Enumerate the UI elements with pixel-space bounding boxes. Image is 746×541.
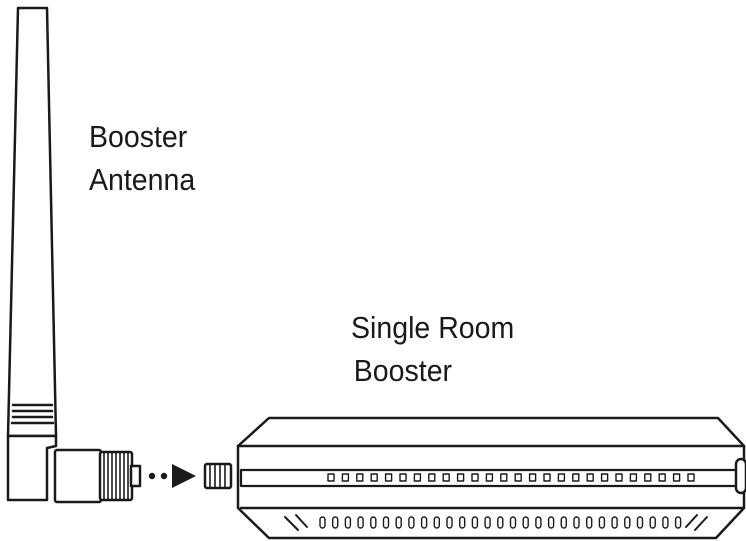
vent-slot	[446, 516, 453, 529]
vent-slot	[514, 473, 522, 482]
single-room-booster	[203, 416, 746, 540]
vent-slot	[586, 473, 594, 482]
vent-slot	[370, 516, 377, 529]
vent-slot	[433, 516, 440, 529]
booster-vent-slots-bottom	[319, 516, 682, 529]
booster-antenna-label: Booster Antenna	[89, 115, 195, 201]
vent-slot	[456, 473, 465, 482]
vent-slot	[611, 516, 618, 529]
single-room-booster-label-line-1: Single Room	[351, 310, 515, 345]
vent-slot	[471, 516, 479, 529]
vent-slot	[624, 516, 631, 529]
booster-antenna-label-line-2: Antenna	[89, 162, 196, 197]
vent-slot	[485, 473, 494, 482]
vent-slot	[615, 473, 623, 482]
antenna-connector	[53, 448, 103, 504]
vent-slot	[500, 473, 508, 482]
vent-slot	[332, 516, 339, 529]
vent-slot	[442, 473, 450, 482]
vent-slot	[586, 516, 593, 529]
vent-slot	[384, 473, 393, 482]
vent-slot	[672, 473, 681, 482]
antenna-hinge	[6, 434, 58, 502]
vent-slot	[573, 516, 580, 529]
vent-slot	[370, 473, 378, 482]
vent-slot	[357, 516, 364, 529]
vent-slot	[528, 473, 537, 482]
vent-slot	[382, 516, 390, 529]
vent-slot	[560, 516, 567, 529]
vent-slot	[497, 516, 504, 529]
vent-slot	[543, 473, 551, 482]
vent-slot	[484, 516, 491, 529]
vent-slot	[395, 516, 402, 529]
single-room-booster-label: Single Room Booster	[351, 306, 514, 392]
vent-slot	[413, 473, 422, 482]
vent-slot	[649, 516, 656, 529]
vent-slot	[327, 473, 335, 482]
vent-slot	[471, 473, 479, 482]
vent-slot	[522, 516, 529, 529]
vent-slot	[399, 473, 407, 482]
vent-slot	[572, 473, 580, 482]
vent-slot	[344, 516, 352, 529]
vent-slot	[662, 516, 669, 529]
vent-slot	[644, 473, 652, 482]
vent-slot	[600, 473, 609, 482]
vent-slot	[636, 516, 644, 529]
vent-slot	[547, 516, 555, 529]
vent-slot	[674, 516, 682, 529]
vent-slot	[319, 516, 326, 529]
vent-slot	[509, 516, 517, 529]
vent-slot	[535, 516, 542, 529]
booster-sma-port	[203, 462, 233, 490]
booster-side-knob	[734, 457, 746, 495]
booster-corner-vents	[284, 514, 708, 531]
vent-slot	[428, 473, 436, 482]
single-room-booster-label-line-2: Booster	[353, 353, 453, 388]
vent-slot	[408, 516, 415, 529]
vent-slot	[658, 473, 666, 482]
antenna-mast	[6, 6, 58, 438]
booster-vent-slots-top	[327, 473, 695, 482]
vent-slot	[629, 473, 638, 482]
vent-slot	[356, 473, 364, 482]
vent-slot	[557, 473, 566, 482]
vent-slot	[459, 516, 466, 529]
vent-slot	[598, 516, 606, 529]
booster-antenna-label-line-1: Booster	[89, 119, 188, 154]
vent-slot	[420, 516, 428, 529]
booster-antenna	[6, 6, 142, 504]
dotted-arrow-icon	[148, 464, 196, 488]
vent-slot	[687, 473, 695, 482]
vent-slot	[341, 473, 350, 482]
